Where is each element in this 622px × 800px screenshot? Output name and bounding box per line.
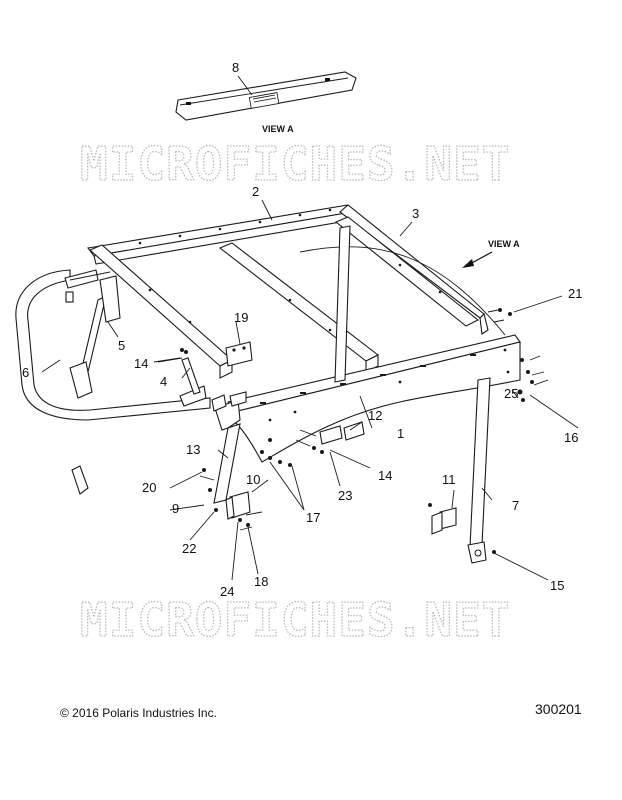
- callout-14-left: 14: [134, 356, 148, 371]
- callout-9: 9: [172, 501, 179, 516]
- callout-18: 18: [254, 574, 268, 589]
- callout-23: 23: [338, 488, 352, 503]
- callout-24: 24: [220, 584, 234, 599]
- center-post: [334, 225, 351, 383]
- bracket-11: [431, 507, 457, 535]
- callout-15: 15: [550, 578, 564, 593]
- bolts: [199, 309, 549, 531]
- callouts: 8 2 3 21 19 5 14 6 4 25 12 16 1 13 14 11…: [22, 60, 582, 599]
- bracket-19: [225, 341, 253, 367]
- view-a-label: VIEW A: [262, 124, 294, 134]
- callout-4: 4: [160, 374, 167, 389]
- callout-3: 3: [412, 206, 419, 221]
- bracket-12: [319, 421, 365, 445]
- roof-frame: [87, 204, 521, 463]
- view-a-arrow-label: VIEW A: [488, 239, 520, 249]
- bracket-10: [225, 491, 251, 520]
- view-a-arrow-icon: [462, 251, 493, 268]
- callout-5: 5: [118, 338, 125, 353]
- copyright-notice: © 2016 Polaris Industries Inc.: [60, 706, 217, 720]
- callout-19: 19: [234, 310, 248, 325]
- watermark-bottom: MICROFICHES.NET: [80, 593, 510, 647]
- callout-1: 1: [397, 426, 404, 441]
- figure-number: 300201: [535, 701, 582, 717]
- callout-7: 7: [512, 498, 519, 513]
- callout-21: 21: [568, 286, 582, 301]
- view-a-bracket: [175, 71, 357, 121]
- callout-22: 22: [182, 541, 196, 556]
- callout-8: 8: [232, 60, 239, 75]
- rear-leg-7: [467, 377, 491, 564]
- callout-13: 13: [186, 442, 200, 457]
- callout-20: 20: [142, 480, 156, 495]
- fasteners: [180, 308, 534, 554]
- callout-14-right: 14: [378, 468, 392, 483]
- front-leg-13: [213, 423, 241, 504]
- support-post-5: [69, 275, 207, 407]
- callout-12: 12: [368, 408, 382, 423]
- callout-17: 17: [306, 510, 320, 525]
- callout-16: 16: [564, 430, 578, 445]
- callout-11: 11: [442, 472, 456, 487]
- left-hoop: [15, 269, 211, 495]
- watermark-top: MICROFICHES.NET: [80, 137, 510, 191]
- callout-25: 25: [504, 386, 518, 401]
- callout-10: 10: [246, 472, 260, 487]
- leader-lines: [41, 199, 579, 581]
- callout-6: 6: [22, 365, 29, 380]
- callout-2: 2: [252, 184, 259, 199]
